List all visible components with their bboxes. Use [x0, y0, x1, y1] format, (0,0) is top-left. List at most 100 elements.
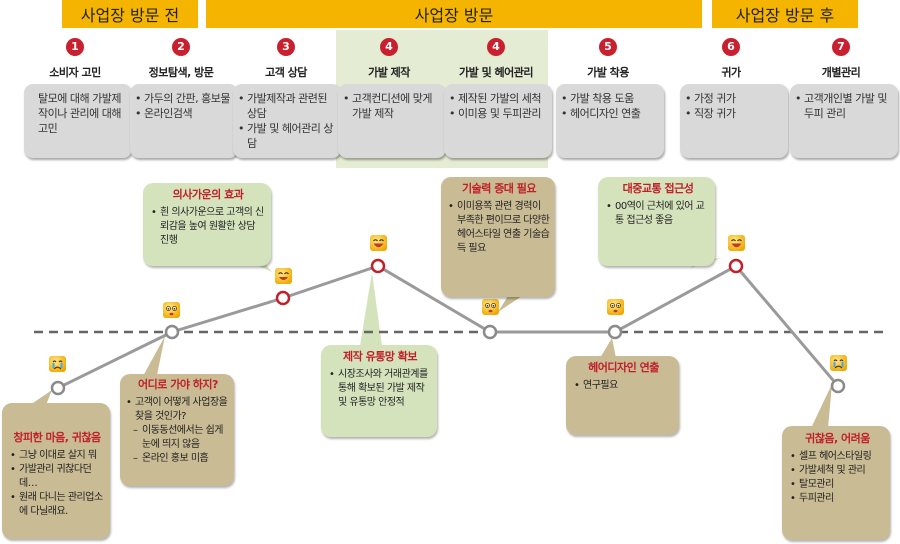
- phase-before: 사업장 방문 전: [62, 0, 198, 28]
- callout-title: 창피한 마음, 귀찮음: [13, 431, 101, 444]
- stage-4a-heading: 4 가발 제작: [334, 35, 444, 80]
- journey-node: [830, 378, 846, 394]
- stage-7-heading: 7 개별관리: [786, 35, 896, 80]
- callout-transit-access: 대중교통 접근성 00역이 근처에 있어 교통 접근성 좋음: [598, 177, 715, 266]
- laughing-face-icon: [370, 235, 387, 251]
- worried-face-icon: [607, 299, 624, 315]
- stage-item: 가정 귀가: [685, 91, 782, 106]
- stage-item: 탈모에 대해 가발제작이나 관리에 대해 고민: [38, 92, 121, 135]
- phase-label: 사업장 방문 후: [735, 6, 835, 25]
- stage-number-badge: 4: [380, 37, 398, 56]
- callout-item: 시장조사와 거래관계를 통해 확보된 가발 제작 및 유통망 안정적: [329, 368, 431, 410]
- bubble-tail: [142, 336, 165, 380]
- bubble-tail: [600, 338, 616, 358]
- journey-node: [275, 290, 291, 306]
- crying-face-icon: [49, 356, 66, 372]
- callout-item: 셀프 헤어스타일링: [790, 450, 885, 464]
- callout-where-to-go: 어디로 가야 하지? 고객이 어떻게 사업장을 찾을 것인가? 이동동선에서는 …: [120, 374, 234, 486]
- callout-title: 헤어디자인 연출: [588, 361, 659, 374]
- crying-face-icon: [830, 355, 847, 371]
- callout-title: 대중교통 접근성: [622, 182, 694, 195]
- laughing-face-icon: [728, 235, 745, 251]
- stage-item: 이미용 및 두피관리: [449, 106, 546, 121]
- stage-number-badge: 2: [172, 37, 190, 56]
- stage-number-badge: 3: [277, 37, 295, 56]
- stage-4b-heading: 4 가발 및 헤어관리: [441, 35, 551, 80]
- callout-item: 탈모관리: [790, 478, 885, 492]
- callout-item: 흰 의사가운으로 고객의 신뢰감을 높여 원활한 상담 진행: [151, 206, 265, 248]
- stage-title: 정보탐색, 방문: [148, 65, 214, 79]
- callout-item: 가발관리 귀찮다던데…: [10, 463, 104, 491]
- journey-node: [482, 324, 498, 340]
- stage-item: 고객컨디션에 맞게 가발 제작: [343, 91, 440, 121]
- stage-item: 가발제작과 관련된 상담: [238, 91, 335, 121]
- callout-item: 가발세척 및 관리: [790, 464, 885, 478]
- smiling-face-icon: [275, 268, 292, 284]
- callout-title: 귀찮음, 어려움: [805, 432, 870, 445]
- callout-item: 00역이 근처에 있어 교통 접근성 좋음: [606, 200, 710, 228]
- stage-6-heading: 6 귀가: [676, 35, 786, 80]
- callout-item: 연구필요: [574, 379, 673, 393]
- journey-node: [370, 258, 386, 274]
- bubble-tail: [360, 272, 382, 346]
- callout-item: 원래 다니는 관리업소에 다닐래요.: [10, 491, 104, 519]
- callout-item: 두피관리: [790, 492, 885, 506]
- callout-item: 고객이 어떻게 사업장을 찾을 것인가?: [126, 396, 230, 424]
- stage-number-badge: 6: [722, 37, 740, 56]
- callout-title: 어디로 가야 하지?: [138, 378, 218, 391]
- stage-2-heading: 2 정보탐색, 방문: [126, 35, 236, 80]
- stage-item: 제작된 가발의 세척: [449, 91, 546, 106]
- journey-node: [607, 324, 623, 340]
- stage-item: 온라인검색: [135, 106, 232, 121]
- stage-item: 직장 귀가: [685, 106, 782, 121]
- journey-node: [50, 380, 66, 396]
- stage-3-heading: 3 고객 상담: [231, 35, 341, 80]
- stage-title: 귀가: [721, 65, 741, 79]
- stage-title: 소비자 고민: [49, 65, 101, 79]
- stage-6-box: 가정 귀가 직장 귀가: [680, 84, 788, 158]
- stage-3-box: 가발제작과 관련된 상담 가발 및 헤어관리 상담: [233, 84, 341, 158]
- callout-subitem: 이동동선에서는 쉽게 눈에 띄지 않음: [126, 424, 230, 452]
- callout-subitem: 온라인 홍보 미흡: [126, 452, 230, 466]
- callout-item: 그냥 이대로 살지 뭐: [10, 449, 104, 463]
- worried-face-icon: [482, 299, 499, 315]
- callout-embarrassment: 창피한 마음, 귀찮음 그냥 이대로 살지 뭐 가발관리 귀찮다던데… 원래 다…: [2, 403, 110, 539]
- phase-visit: 사업장 방문: [206, 0, 702, 28]
- stage-7-box: 고객개인별 가발 및 두피 관리: [790, 84, 898, 158]
- emotion-curve: [57, 264, 840, 390]
- stage-item: 가두의 간판, 홍보물: [135, 91, 232, 106]
- stage-item: 가발 착용 도움: [561, 91, 658, 106]
- phase-label: 사업장 방문 전: [80, 6, 180, 25]
- stage-5-box: 가발 착용 도움 헤어디자인 연출: [556, 84, 664, 158]
- worried-face-icon: [163, 302, 180, 318]
- stage-number-badge: 7: [832, 37, 850, 56]
- journey-node: [728, 258, 744, 274]
- callout-hair-design: 헤어디자인 연출 연구필요: [566, 356, 679, 435]
- callout-title: 기술력 증대 필요: [462, 182, 537, 195]
- stage-title: 개별관리: [821, 65, 861, 79]
- bubble-tail: [498, 296, 522, 312]
- bubble-tail: [812, 384, 832, 428]
- stage-title: 가발 및 헤어관리: [459, 65, 534, 79]
- callout-title: 제작 유통망 확보: [343, 350, 418, 363]
- stage-number-badge: 1: [66, 37, 84, 56]
- phase-after: 사업장 방문 후: [712, 0, 858, 28]
- stage-item: 고객개인별 가발 및 두피 관리: [795, 91, 892, 121]
- stage-item: 헤어디자인 연출: [561, 106, 658, 121]
- stage-number-badge: 4: [487, 37, 505, 56]
- callout-distribution: 제작 유통망 확보 시장조사와 거래관계를 통해 확보된 가발 제작 및 유통망…: [321, 345, 437, 437]
- phase-label: 사업장 방문: [414, 6, 494, 25]
- journey-node: [164, 324, 180, 340]
- stage-1-box: 탈모에 대해 가발제작이나 관리에 대해 고민: [24, 84, 132, 158]
- stage-5-heading: 5 가발 착용: [553, 35, 663, 80]
- stage-item: 가발 및 헤어관리 상담: [238, 121, 335, 151]
- stage-4a-box: 고객컨디션에 맞게 가발 제작: [338, 84, 446, 158]
- callout-title: 의사가운의 효과: [172, 188, 244, 201]
- callout-skill-improvement: 기술력 증대 필요 이미용쪽 관련 경력이 부족한 편이므로 다양한 헤어스타일…: [441, 177, 555, 297]
- callout-doctor-gown: 의사가운의 효과 흰 의사가운으로 고객의 신뢰감을 높여 원활한 상담 진행: [143, 183, 271, 266]
- stage-title: 가발 제작: [368, 65, 410, 79]
- stage-4b-box: 제작된 가발의 세척 이미용 및 두피관리: [444, 84, 552, 158]
- stage-1-heading: 1 소비자 고민: [20, 35, 130, 80]
- stage-2-box: 가두의 간판, 홍보물 온라인검색: [130, 84, 238, 158]
- callout-hassle: 귀찮음, 어려움 셀프 헤어스타일링 가발세척 및 관리 탈모관리 두피관리: [782, 426, 890, 540]
